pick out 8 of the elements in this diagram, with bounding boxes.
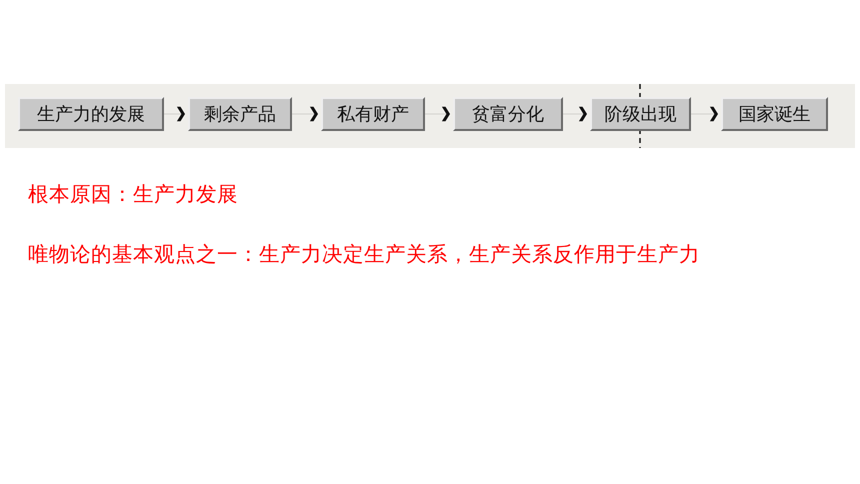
step-button: 生产力的发展: [18, 97, 164, 131]
step-button: 阶级出现: [590, 97, 691, 131]
step-button: 贫富分化: [453, 97, 563, 131]
note-text: 根本原因：生产力发展: [28, 181, 238, 208]
step-button: 国家诞生: [721, 97, 828, 131]
step-button: 剩余产品: [188, 97, 292, 131]
note-text: 唯物论的基本观点之一：生产力决定生产关系，生产关系反作用于生产力: [28, 241, 700, 268]
step-button: 私有财产: [321, 97, 425, 131]
